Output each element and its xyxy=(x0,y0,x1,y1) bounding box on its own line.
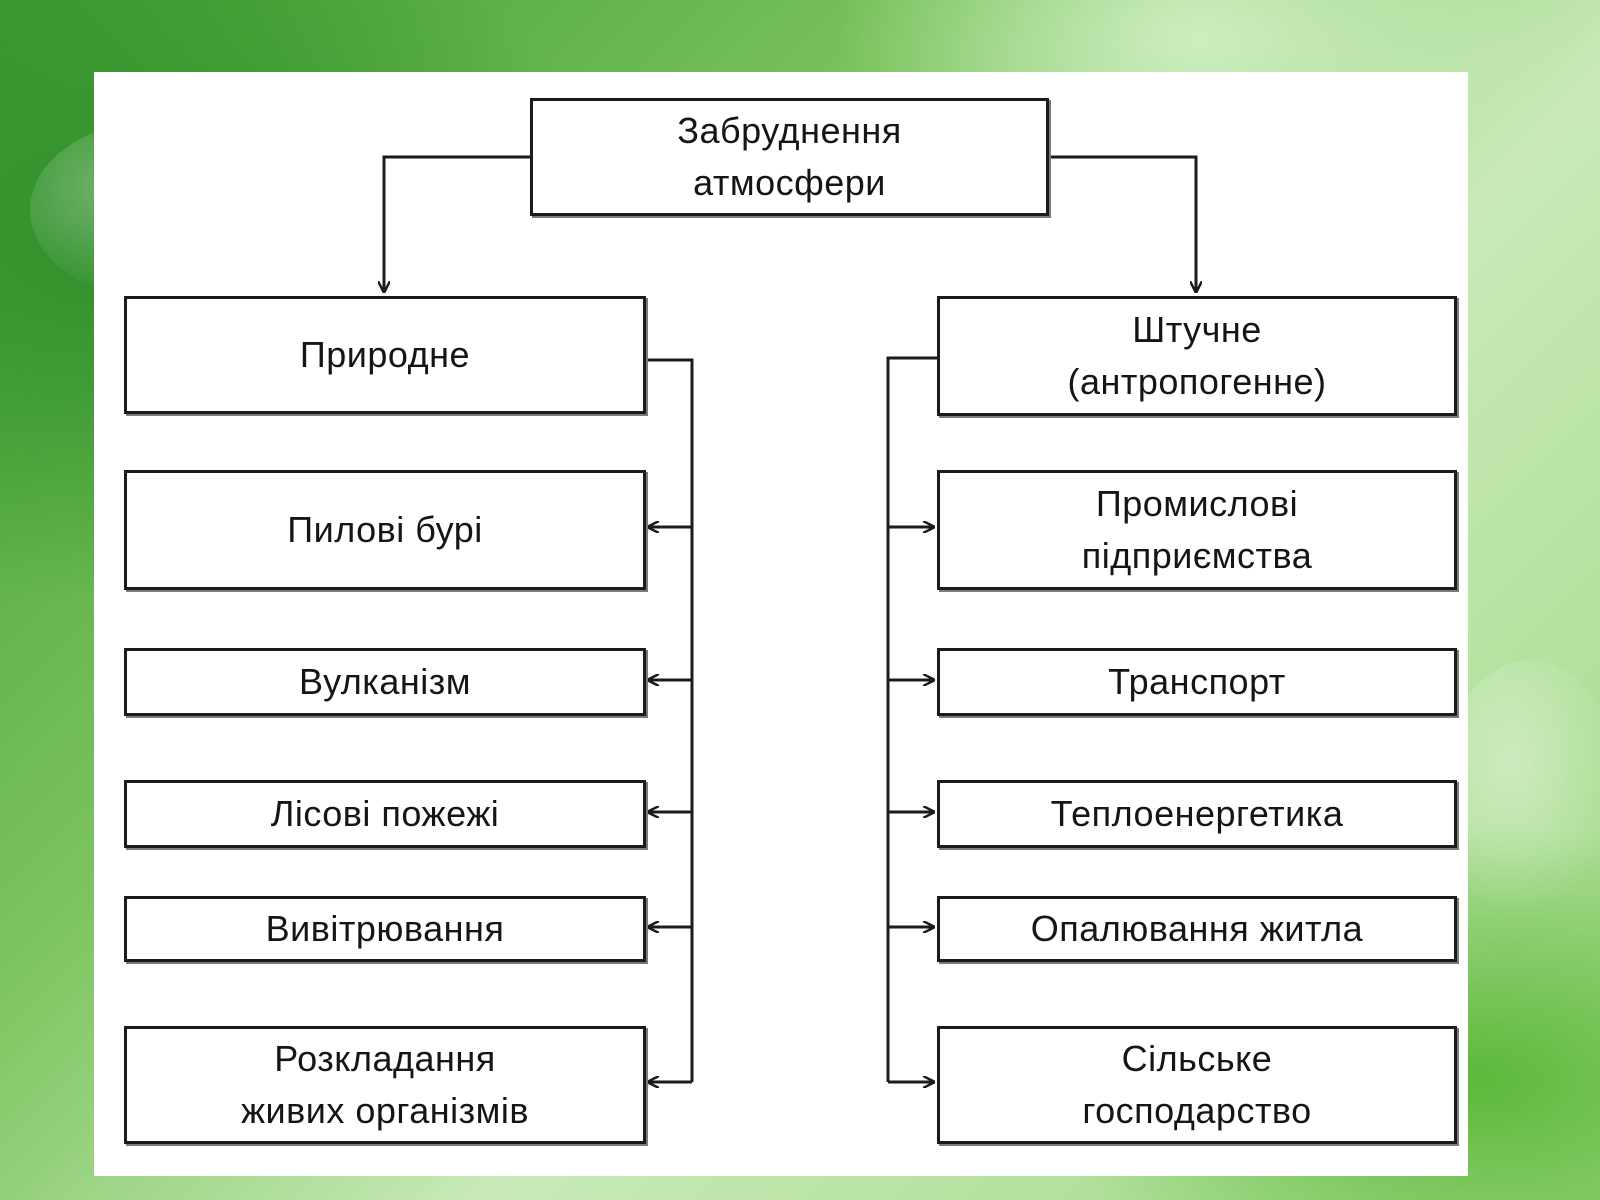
connector-artificial-spine xyxy=(886,356,937,1082)
natural-item-node: Вулканізм xyxy=(124,648,646,716)
connector-root-natural xyxy=(384,155,530,292)
artificial-item-node: Теплоенергетика xyxy=(937,780,1457,848)
diagram-panel xyxy=(94,72,1468,1176)
artificial-item-node: Опалювання житла xyxy=(937,896,1457,962)
artificial-item-node: Транспорт xyxy=(937,648,1457,716)
root-node: Забруднення атмосфери xyxy=(530,98,1049,216)
natural-category-node: Природне xyxy=(124,296,646,414)
connector-root-artificial xyxy=(1049,155,1196,292)
natural-item-node: Вивітрювання xyxy=(124,896,646,962)
natural-item-node: Пилові бурі xyxy=(124,470,646,590)
artificial-item-node: Промислові підприємства xyxy=(937,470,1457,590)
artificial-category-node: Штучне (антропогенне) xyxy=(937,296,1457,416)
natural-item-node: Лісові пожежі xyxy=(124,780,646,848)
natural-item-node: Розкладання живих організмів xyxy=(124,1026,646,1144)
artificial-item-node: Сільське господарство xyxy=(937,1026,1457,1144)
connector-natural-spine xyxy=(646,358,694,1082)
